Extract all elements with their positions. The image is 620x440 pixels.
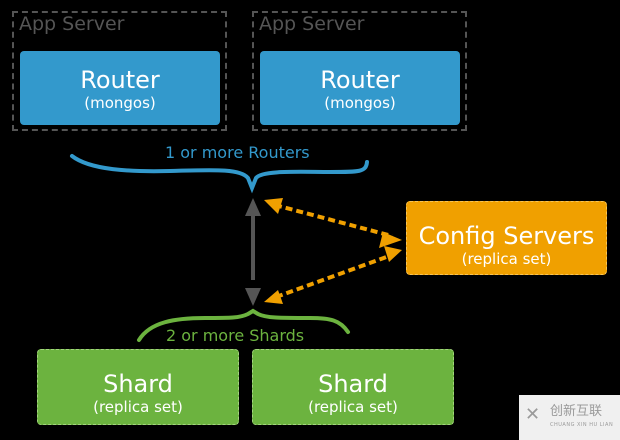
- arrow-head-icon: [264, 198, 283, 214]
- config-subtitle: (replica set): [461, 250, 552, 268]
- arrow-up-icon: [245, 198, 261, 216]
- app-server-label: App Server: [259, 13, 365, 35]
- config-servers-box[interactable]: Config Servers (replica set): [406, 201, 607, 275]
- app-server-2: App Server Router (mongos): [252, 11, 467, 131]
- shard-box-1[interactable]: Shard (replica set): [37, 349, 239, 425]
- app-server-1: App Server Router (mongos): [12, 11, 227, 131]
- router-title: Router: [80, 66, 160, 94]
- config-shard-line: [275, 253, 393, 299]
- app-server-label: App Server: [19, 13, 125, 35]
- router-subtitle: (mongos): [84, 94, 156, 112]
- shard-subtitle: (replica set): [308, 398, 398, 416]
- shard-box-2[interactable]: Shard (replica set): [252, 349, 454, 425]
- arrow-head-icon: [264, 290, 283, 304]
- watermark-text-en: CHUANG XIN HU LIAN: [550, 422, 614, 428]
- router-box-2[interactable]: Router (mongos): [260, 51, 460, 125]
- arrow-head-icon: [379, 232, 402, 248]
- router-box-1[interactable]: Router (mongos): [20, 51, 220, 125]
- watermark: ✕ 创新互联 CHUANG XIN HU LIAN: [519, 395, 620, 440]
- arrow-head-icon: [384, 246, 402, 262]
- router-subtitle: (mongos): [324, 94, 396, 112]
- config-router-line: [274, 203, 393, 238]
- shard-title: Shard: [103, 370, 173, 398]
- logo-x-icon: ✕: [525, 404, 541, 425]
- shard-title: Shard: [318, 370, 388, 398]
- shards-brace: [137, 308, 350, 342]
- router-title: Router: [320, 66, 400, 94]
- shard-subtitle: (replica set): [93, 398, 183, 416]
- arrow-down-icon: [245, 288, 261, 306]
- watermark-text-cn: 创新互联: [550, 404, 603, 419]
- routers-brace: [70, 154, 369, 194]
- shards-brace-label: 2 or more Shards: [166, 326, 305, 345]
- config-title: Config Servers: [418, 222, 595, 250]
- routers-brace-label: 1 or more Routers: [165, 143, 310, 162]
